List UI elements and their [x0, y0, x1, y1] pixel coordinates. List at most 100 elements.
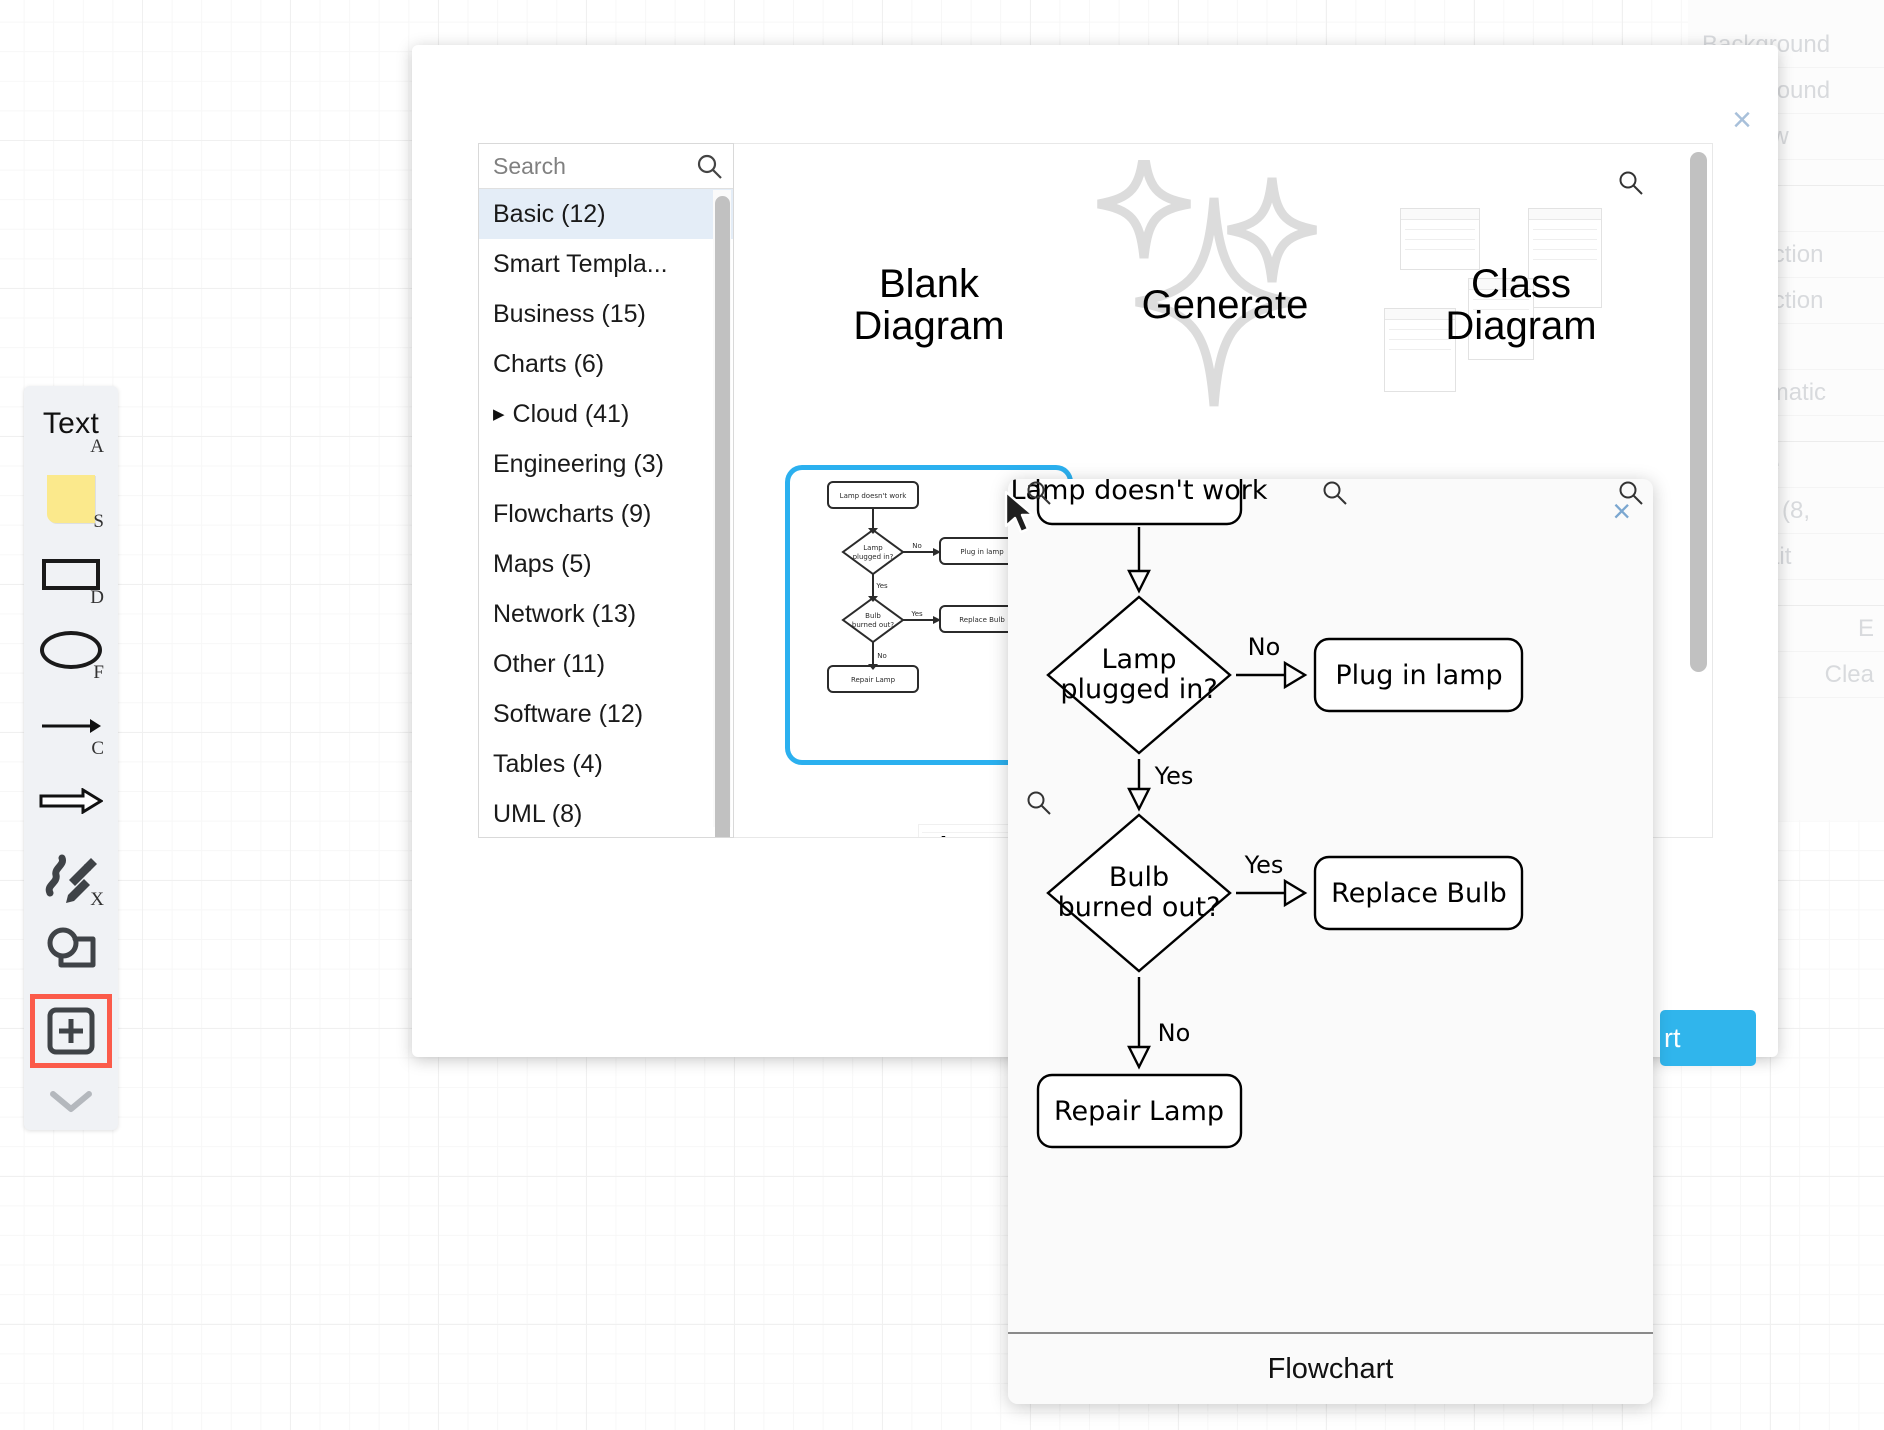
- flowchart-node-bulb-label-2: burned out?: [1058, 892, 1221, 923]
- format-divider-2: [1688, 416, 1884, 442]
- category-label: Other (11): [493, 649, 606, 678]
- flowchart-node-start: [1036, 479, 1243, 526]
- arrow-head-icon: [1127, 1045, 1151, 1070]
- category-panel: Basic (12) Smart Templa... Business (15)…: [478, 143, 734, 838]
- category-label: Software (12): [493, 699, 644, 728]
- category-item-smart-templates[interactable]: Smart Templa...: [479, 239, 733, 289]
- flowchart-node-plugin: [1313, 637, 1524, 713]
- text-icon: Text: [42, 406, 100, 440]
- search-icon[interactable]: [1618, 170, 1644, 196]
- preview-caption: Flowchart: [1008, 1332, 1653, 1404]
- template-grid-scrollbar-thumb[interactable]: [1690, 152, 1707, 672]
- format-row-clear[interactable]: Clea: [1688, 652, 1884, 698]
- tool-sticky-note[interactable]: S: [24, 462, 118, 538]
- category-scrollbar-thumb[interactable]: [715, 196, 730, 837]
- sparkles-icon: [1097, 160, 1317, 407]
- category-item-cloud[interactable]: ▶ Cloud (41): [479, 389, 733, 439]
- category-label: Tables (4): [493, 749, 603, 778]
- flowchart-node-plugin-label: Plug in lamp: [1335, 660, 1502, 691]
- arrow-head-icon: [1283, 878, 1308, 908]
- class-box-line: [1389, 349, 1451, 350]
- category-item-charts[interactable]: Charts (6): [479, 339, 733, 389]
- search-icon[interactable]: [1026, 480, 1052, 506]
- tool-block-arrow[interactable]: [24, 764, 118, 840]
- svg-text:Repair Lamp: Repair Lamp: [851, 676, 896, 684]
- flowchart-node-repair-label: Repair Lamp: [1054, 1096, 1224, 1127]
- svg-text:Yes: Yes: [910, 610, 923, 618]
- sticky-note-icon: [47, 475, 95, 524]
- search-icon[interactable]: [696, 153, 723, 180]
- class-box-header: [1385, 309, 1455, 320]
- search-icon[interactable]: [1026, 790, 1052, 816]
- format-row-edit[interactable]: E: [1688, 606, 1884, 652]
- svg-text:Replace Bulb: Replace Bulb: [959, 616, 1005, 624]
- flowchart-node-replace: [1313, 855, 1524, 931]
- tool-ellipse[interactable]: F: [24, 613, 118, 689]
- format-row-label: Clea: [1824, 660, 1874, 688]
- close-icon[interactable]: ×: [1612, 493, 1631, 529]
- plus-box-icon: [47, 1007, 95, 1055]
- category-item-flowcharts[interactable]: Flowcharts (9): [479, 489, 733, 539]
- svg-text:plugged in?: plugged in?: [853, 553, 894, 561]
- category-label: Smart Templa...: [493, 249, 668, 278]
- search-icon[interactable]: [1322, 480, 1348, 506]
- block-arrow-icon: [39, 788, 103, 815]
- format-row-label: E: [1857, 614, 1874, 642]
- category-item-uml[interactable]: UML (8): [479, 789, 733, 837]
- tool-more-shapes[interactable]: [30, 993, 112, 1068]
- class-box-header: [1469, 279, 1533, 290]
- flowchart-edge-label-no-2: No: [1158, 1019, 1191, 1047]
- tool-shapes[interactable]: [24, 915, 118, 991]
- category-item-tables[interactable]: Tables (4): [479, 739, 733, 789]
- template-tile-generate[interactable]: Generate: [1086, 160, 1364, 450]
- tool-connector[interactable]: C: [24, 688, 118, 764]
- class-box-line: [1389, 329, 1451, 330]
- flowchart-node-bulb-label-1: Bulb: [1109, 862, 1169, 893]
- category-item-network[interactable]: Network (13): [479, 589, 733, 639]
- class-box: [1400, 208, 1480, 270]
- category-item-engineering[interactable]: Engineering (3): [479, 439, 733, 489]
- svg-text:Bulb: Bulb: [865, 612, 881, 620]
- rectangle-icon: [42, 559, 100, 591]
- category-label: Basic (12): [493, 199, 606, 228]
- flowchart-node-start-label: Lamp doesn't work: [1011, 479, 1268, 506]
- flowchart-node-plugged: [1046, 595, 1232, 755]
- category-label: Cloud (41): [512, 399, 630, 428]
- svg-text:Yes: Yes: [875, 582, 888, 590]
- tool-shortcut-rectangle: D: [90, 586, 104, 608]
- shape-toolbar: Text A S D F C X: [24, 386, 118, 1130]
- class-box-line: [1473, 309, 1529, 310]
- flowchart-node-plugged-label-1: Lamp: [1101, 644, 1176, 675]
- category-label: Flowcharts (9): [493, 499, 652, 528]
- svg-text:No: No: [877, 652, 887, 660]
- flowchart-node-bulb: [1046, 813, 1232, 973]
- category-item-maps[interactable]: Maps (5): [479, 539, 733, 589]
- flowchart-edge-label-no-1: No: [1248, 633, 1281, 661]
- tool-freehand[interactable]: X: [24, 839, 118, 915]
- flowchart-node-repair: [1036, 1073, 1243, 1149]
- arrow-icon: [42, 718, 101, 733]
- class-box-line: [1389, 339, 1451, 340]
- close-icon[interactable]: ×: [1732, 101, 1752, 139]
- tool-more-shapes-wrap: [24, 990, 118, 1071]
- class-box-header: [1529, 209, 1601, 220]
- class-box-line: [1405, 239, 1475, 240]
- search-icon[interactable]: [1618, 480, 1644, 506]
- category-item-basic[interactable]: Basic (12): [479, 189, 733, 239]
- category-label: Charts (6): [493, 349, 605, 378]
- tool-rectangle[interactable]: D: [24, 537, 118, 613]
- tool-expand[interactable]: [24, 1071, 118, 1130]
- create-button[interactable]: rt: [1660, 1010, 1756, 1066]
- category-label: Maps (5): [493, 549, 592, 578]
- tool-shortcut-ellipse: F: [93, 662, 104, 684]
- tool-shortcut-freehand: X: [90, 888, 104, 910]
- category-item-software[interactable]: Software (12): [479, 689, 733, 739]
- search-input[interactable]: [493, 152, 678, 180]
- category-item-business[interactable]: Business (15): [479, 289, 733, 339]
- er-row-line: [922, 832, 1026, 833]
- category-item-other[interactable]: Other (11): [479, 639, 733, 689]
- tool-text[interactable]: Text A: [24, 386, 118, 462]
